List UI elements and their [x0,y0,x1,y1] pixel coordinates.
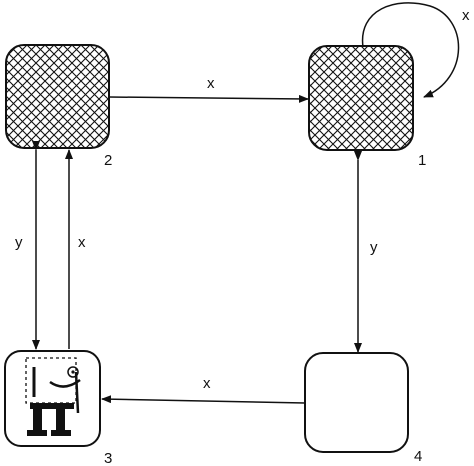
edge-2-to-3: y [15,141,40,350]
edge-1-self-loop: x [361,2,470,98]
edge-label-2-to-1: x [207,75,215,92]
state-node-3: 3 [4,350,112,466]
state-label-2: 2 [104,152,112,169]
creature-icon [25,357,81,436]
edge-label-4-to-3: x [203,375,211,392]
state-label-1: 1 [418,152,426,169]
state-node-1: 1 [308,45,426,169]
edge-2-to-1: x [108,75,309,103]
edge-4-to-3: x [101,375,306,404]
state-label-3: 3 [104,450,112,466]
state-label-4: 4 [414,448,422,465]
edge-label-1-to-4: y [370,239,378,256]
state-node-4: 4 [304,352,422,465]
edge-label-2-to-3: y [15,234,23,251]
edge-label-3-to-2: x [78,234,86,251]
edge-label-1-self-loop: x [462,7,470,24]
state-node-2: 2 [5,44,112,169]
edge-3-to-2: x [65,149,86,349]
edge-1-to-4: y [354,151,378,353]
